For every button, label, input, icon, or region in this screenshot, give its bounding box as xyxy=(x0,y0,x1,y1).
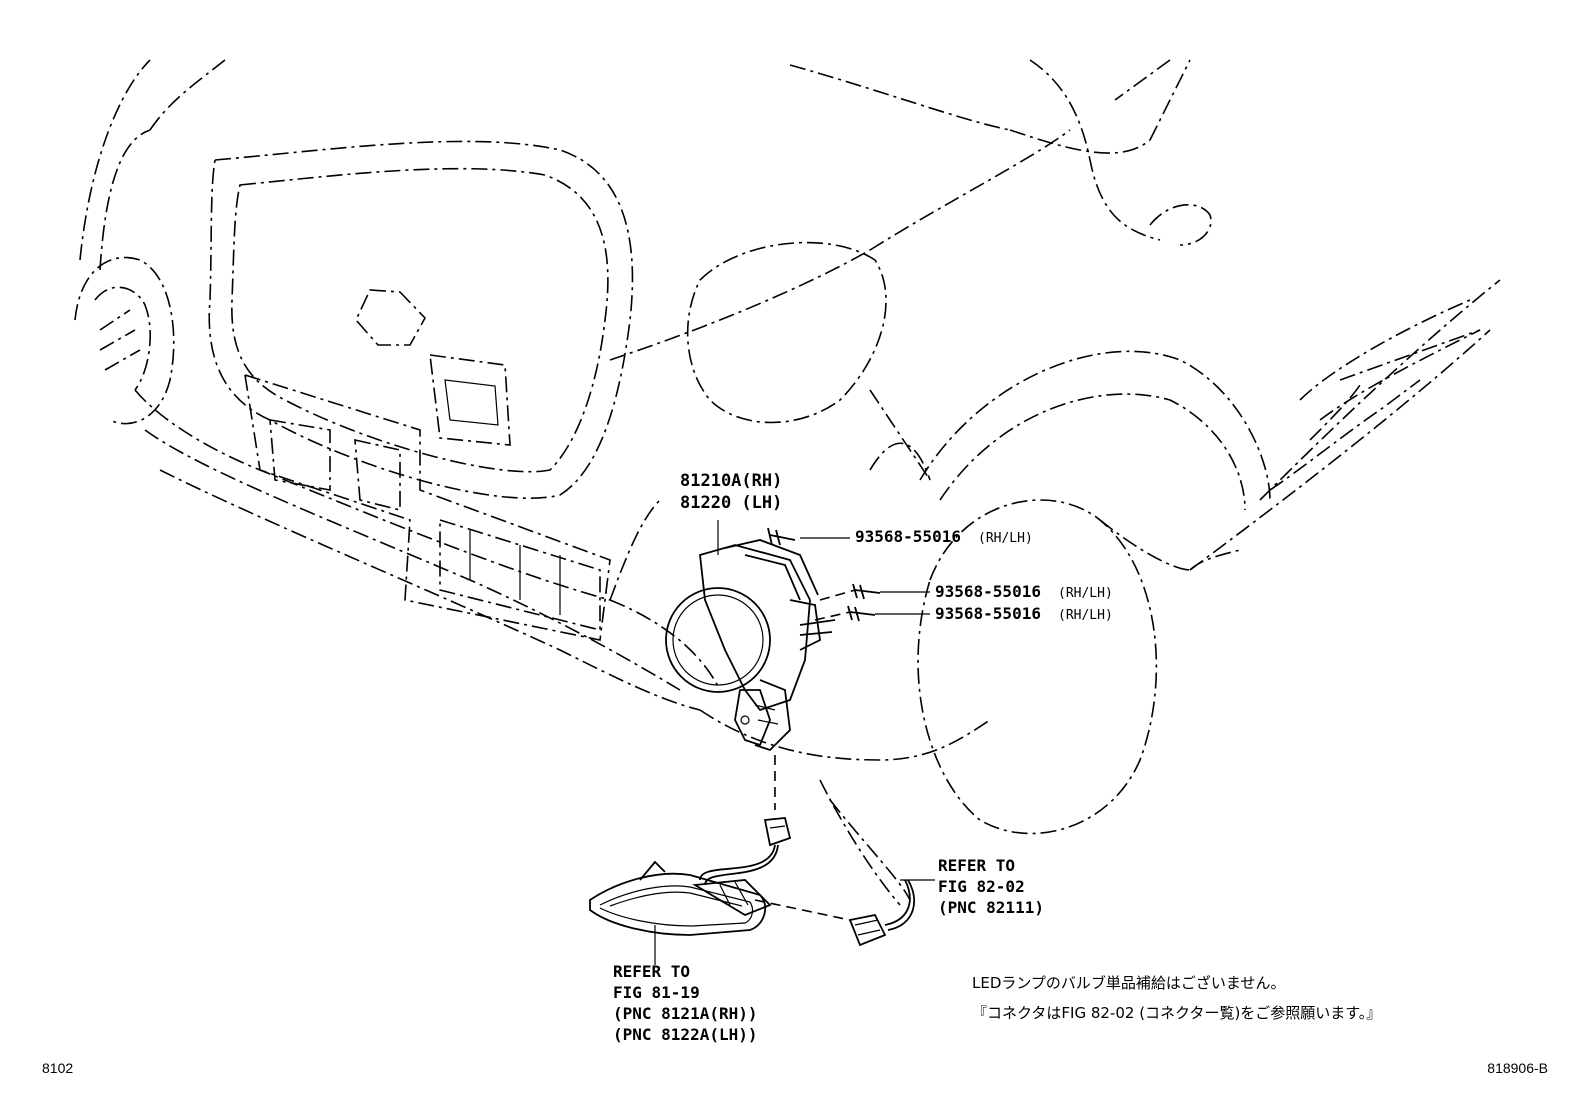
screw-3-part: 93568-55016 xyxy=(935,604,1041,623)
labels: 81210A(RH) 81220 (LH) 93568-55016 (RH/LH… xyxy=(42,471,1548,1076)
screw-icons xyxy=(767,527,881,622)
ref-connector-line2: FIG 82-02 xyxy=(938,877,1025,896)
ref-drl-line3: (PNC 8121A(RH)) xyxy=(613,1004,758,1023)
ref-connector-line1: REFER TO xyxy=(938,856,1015,875)
figure-code-left: 8102 xyxy=(42,1060,73,1076)
drl-lamp xyxy=(589,860,772,936)
note-line-2: 『コネクタはFIG 82-02 (コネクター覧)をご参照願います。』 xyxy=(972,1004,1381,1022)
screw-2-part: 93568-55016 xyxy=(935,582,1041,601)
screw-3-side: (RH/LH) xyxy=(1058,608,1113,623)
fog-lamp-part-lh: 81220 (LH) xyxy=(680,493,782,513)
ref-drl-line2: FIG 81-19 xyxy=(613,983,700,1002)
screw-1-side: (RH/LH) xyxy=(978,531,1033,546)
leader-lines xyxy=(654,520,935,965)
ref-drl-line1: REFER TO xyxy=(613,962,690,981)
ref-connector-line3: (PNC 82111) xyxy=(938,898,1044,917)
screw-2-side: (RH/LH) xyxy=(1058,586,1113,601)
fog-lamp-part-rh: 81210A(RH) xyxy=(680,471,782,491)
fog-lamp-assembly xyxy=(665,539,836,752)
screw-1-part: 93568-55016 xyxy=(855,527,961,546)
ref-drl-line4: (PNC 8122A(LH)) xyxy=(613,1025,758,1044)
note-line-1: LEDランプのバルブ単品補給はございません。 xyxy=(972,974,1286,992)
figure-code-right: 818906-B xyxy=(1487,1060,1548,1076)
car-body-outline xyxy=(74,59,1501,906)
